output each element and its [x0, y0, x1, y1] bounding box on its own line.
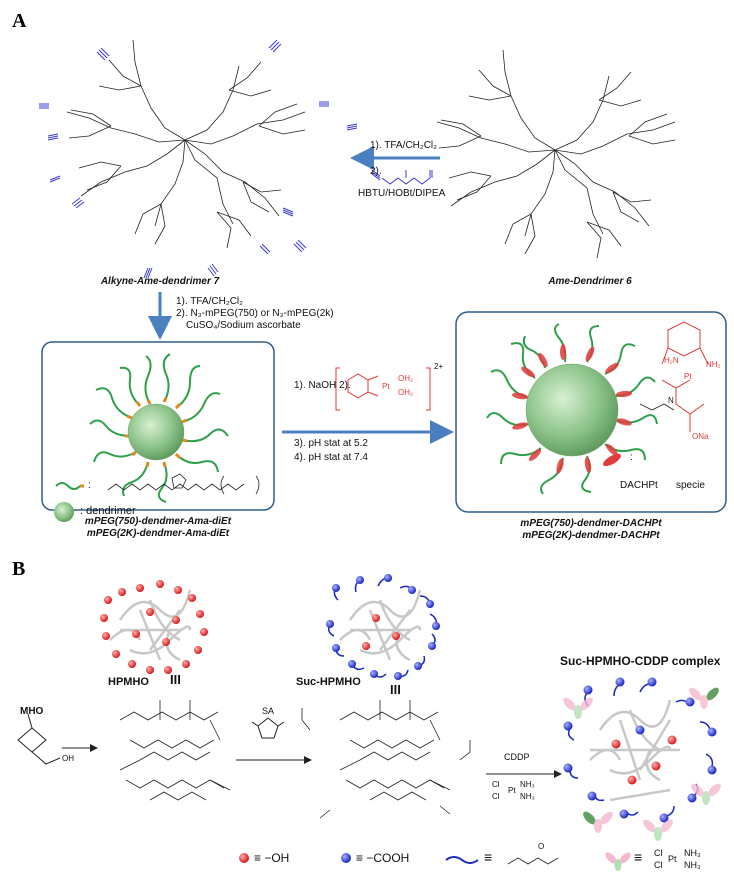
- suc-hpmho-equiv: III: [390, 682, 401, 697]
- box2-ona: ONa: [692, 432, 709, 441]
- legend-cooh: ≡ −COOH: [356, 851, 410, 865]
- dachpt-specie-structure: [661, 321, 709, 432]
- suc-hpmho-cartoon: [326, 574, 440, 680]
- box2-pt: Pt: [684, 372, 692, 381]
- step2-line1: 1). TFA/CH₂Cl₂: [176, 296, 244, 307]
- step2-line3: CuSO₄/Sodium ascorbate: [186, 320, 301, 331]
- box1-legend-colon: :: [88, 480, 91, 491]
- panel-b-letter: B: [12, 558, 26, 580]
- step3-charge: 2+: [434, 362, 444, 371]
- box1-legend-sphere: [54, 502, 74, 522]
- legend-linker-o: O: [538, 842, 545, 851]
- alkyne-acid-reagent: [371, 169, 433, 185]
- legend-linker-line: [445, 856, 479, 864]
- hpmho-skeletal-structure: [119, 700, 231, 801]
- complex-label: Suc-HPMHO-CDDP complex: [560, 654, 721, 668]
- legend-pt-nh3-2: NH₃: [684, 860, 701, 870]
- box2-h2n: H₂N: [664, 356, 679, 365]
- box1-legend-peg: [55, 473, 260, 495]
- legend-pt-eq: ≡: [634, 849, 643, 865]
- legend-linker-eq: ≡: [484, 849, 493, 865]
- box2-nh2: NH₂: [706, 360, 721, 369]
- step1-line3: HBTU/HOBt/DIPEA: [358, 188, 446, 199]
- hpmho-equiv: III: [170, 672, 181, 687]
- panel-a-letter: A: [12, 10, 27, 32]
- legend-pt-cl-1: Cl: [654, 848, 663, 858]
- dachpt-dendrimer-illustration: [486, 323, 658, 495]
- legend-linker-structure: [507, 857, 559, 865]
- suc-hpmho-skeletal-structure: [301, 700, 471, 819]
- legend-pt-nh3-1: NH₃: [684, 848, 701, 858]
- step3-line4: 4). pH stat at 7.4: [294, 452, 368, 463]
- legend-oh: ≡ −OH: [254, 851, 290, 865]
- cddp-cl-2: Cl: [492, 792, 500, 801]
- cddp-cl-1: Cl: [492, 780, 500, 789]
- cddp-label: CDDP: [504, 752, 530, 762]
- suc-hpmho-label: Suc-HPMHO: [296, 676, 361, 688]
- specie-label: specie: [676, 480, 705, 491]
- step1-line2: 2).: [370, 166, 382, 177]
- step1-line1: 1). TFA/CH₂Cl₂: [370, 140, 438, 151]
- cddp-pt: Pt: [508, 786, 516, 795]
- box1-caption-1: mPEG(750)-dendmer-Ama-diEt: [84, 516, 232, 527]
- succinic-anhydride-structure: [251, 717, 285, 739]
- box2-caption-2: mPEG(2K)-dendmer-DACHPt: [522, 530, 660, 541]
- cddp-nh3-2: NH₃: [520, 792, 535, 801]
- legend-pt-clover: [605, 852, 631, 871]
- mho-structure: [17, 713, 61, 765]
- suc-hpmho-cddp-complex-cartoon: [563, 677, 721, 841]
- legend-pt-cl-2: Cl: [654, 860, 663, 870]
- step3-pt: Pt: [382, 382, 390, 391]
- box2-legend-red-petal: [603, 453, 621, 467]
- legend-pt-pt: Pt: [668, 854, 677, 864]
- box1-caption-2: mPEG(2K)-dendmer-Ama-diEt: [86, 528, 230, 539]
- dachpt-label: DACHPt: [620, 480, 658, 491]
- legend-cooh-ball: [341, 853, 351, 863]
- box2-caption-1: mPEG(750)-dendmer-DACHPt: [520, 518, 662, 529]
- step3-line3: 3). pH stat at 5.2: [294, 438, 368, 449]
- box2-frame: [455, 311, 727, 513]
- hpmho-cartoon: [100, 580, 208, 674]
- legend-oh-ball: [239, 853, 249, 863]
- hpmho-label: HPMHO: [108, 676, 149, 688]
- box2-legend-colon: :: [630, 452, 633, 463]
- step3-line1: 1). NaOH 2).: [294, 380, 351, 391]
- compound-7-label: Alkyne-Ame-dendrimer 7: [100, 276, 220, 287]
- step2-line2: 2). N₃-mPEG(750) or N₃-mPEG(2k): [176, 308, 334, 319]
- dachpt-linker: [639, 403, 675, 411]
- compound-6-label: Ame-Dendrimer 6: [548, 276, 632, 287]
- pt-aqua-complex: [335, 367, 431, 411]
- mho-label: MHO: [20, 706, 44, 717]
- box2-n: N: [668, 396, 674, 405]
- box1-frame: [41, 341, 275, 511]
- mho-oh: OH: [62, 754, 74, 763]
- pegylated-dendrimer-illustration: [89, 353, 229, 503]
- sa-label: SA: [262, 706, 275, 716]
- dendrimer-6-structure: [436, 49, 676, 259]
- dendrimer-7-structure: [39, 39, 358, 279]
- box1-legend-dendrimer: : dendrimer: [80, 505, 136, 517]
- step3-oh2-a: OH₂: [398, 374, 414, 383]
- step3-oh2-b: OH₂: [398, 388, 414, 397]
- cddp-nh3-1: NH₃: [520, 780, 535, 789]
